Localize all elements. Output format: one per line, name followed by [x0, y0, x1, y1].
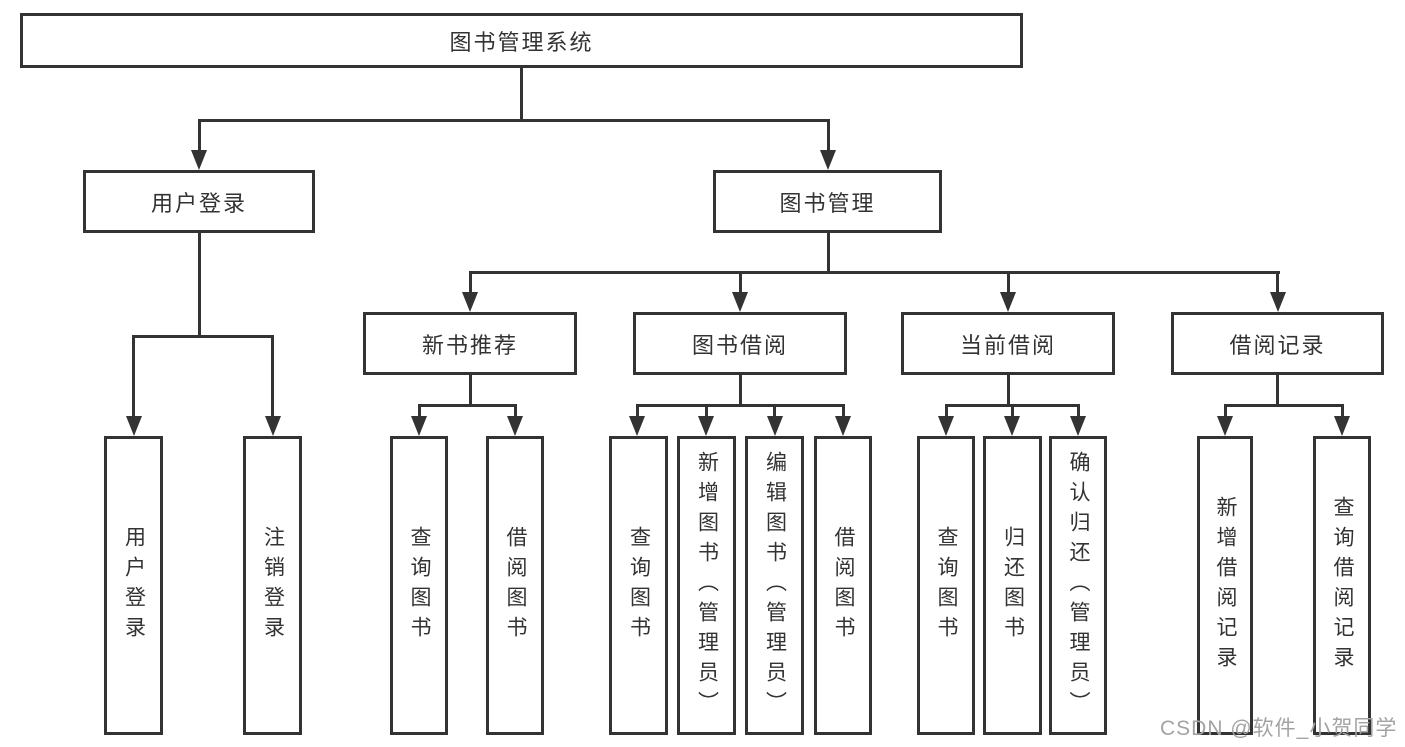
leaf-label: 查询图书 [408, 525, 431, 646]
connector-drop-leaf [1010, 405, 1014, 418]
connector-drop-records [1276, 272, 1279, 294]
arrow-down-icon [264, 416, 281, 436]
connector-user-login-stem [197, 233, 201, 336]
connector-drop-borrow [738, 272, 742, 294]
arrow-down-icon [629, 416, 645, 436]
leaf-borrow-books: 借阅图书 [486, 436, 544, 735]
connector-root-branch [197, 118, 830, 122]
connector-drop-leaf [944, 405, 948, 418]
node-label: 图书管理系统 [449, 29, 594, 55]
connector-borrow-branch [635, 403, 845, 407]
arrow-down-icon [1217, 416, 1233, 436]
leaf-label: 借阅图书 [504, 525, 527, 646]
connector-drop-current [1006, 272, 1010, 294]
arrow-down-icon [1269, 292, 1286, 312]
node-user-login: 用户登录 [83, 170, 315, 233]
leaf-confirm-return-admin: 确认归还（管理员） [1049, 436, 1107, 735]
leaf-query-books: 查询图书 [917, 436, 975, 735]
leaf-label: 新增借阅记录 [1214, 495, 1237, 676]
leaf-add-books-admin: 新增图书（管理员） [677, 436, 736, 735]
leaf-query-books: 查询图书 [390, 436, 448, 735]
arrow-down-icon [820, 150, 836, 170]
connector-drop-leaf [635, 405, 639, 418]
node-label: 借阅记录 [1229, 332, 1326, 358]
connector-records-stem [1276, 375, 1279, 405]
arrow-down-icon [1000, 292, 1016, 312]
node-label: 用户登录 [150, 190, 247, 216]
connector-drop-book-management [826, 120, 830, 152]
arrow-down-icon [938, 416, 954, 436]
leaf-return-books: 归还图书 [983, 436, 1042, 735]
node-book-borrow: 图书借阅 [633, 312, 847, 375]
connector-recommend-branch [417, 403, 517, 407]
node-new-book-recommend: 新书推荐 [363, 312, 577, 375]
connector-records-branch [1223, 403, 1344, 407]
arrow-down-icon [732, 292, 748, 312]
arrow-down-icon [191, 150, 207, 170]
leaf-label: 查询图书 [935, 525, 958, 646]
leaf-query-borrow-record: 查询借阅记录 [1313, 436, 1371, 735]
arrow-down-icon [1334, 416, 1350, 436]
leaf-label: 用户登录 [122, 525, 146, 646]
leaf-label: 注销登录 [261, 525, 285, 646]
connector-root-stem [519, 68, 523, 120]
connector-drop-leaf [271, 336, 274, 418]
connector-drop-leaf [841, 405, 845, 418]
arrow-down-icon [1004, 416, 1020, 436]
connector-drop-leaf [773, 405, 776, 418]
connector-drop-leaf [1076, 405, 1080, 418]
leaf-label: 新增图书（管理员） [695, 450, 719, 721]
node-label: 新书推荐 [421, 332, 518, 358]
connector-drop-leaf [1223, 405, 1227, 418]
connector-current-stem [1006, 375, 1010, 405]
node-label: 图书借阅 [691, 332, 788, 358]
node-borrow-records: 借阅记录 [1171, 312, 1384, 375]
arrow-down-icon [507, 416, 523, 436]
node-current-borrow: 当前借阅 [901, 312, 1115, 375]
connector-book-management-branch [468, 270, 1280, 274]
connector-drop-recommend [468, 272, 472, 294]
leaf-add-borrow-record: 新增借阅记录 [1197, 436, 1253, 735]
connector-drop-user-login [197, 120, 201, 152]
arrow-down-icon [835, 416, 851, 436]
connector-book-management-stem [826, 233, 830, 272]
connector-borrow-stem [738, 375, 742, 405]
leaf-label: 查询图书 [627, 525, 651, 646]
node-book-management: 图书管理 [713, 170, 942, 233]
connector-drop-leaf [513, 405, 517, 418]
leaf-borrow-books: 借阅图书 [814, 436, 872, 735]
arrow-down-icon [125, 416, 142, 436]
connector-drop-leaf [704, 405, 708, 418]
csdn-watermark: CSDN @软件_小贺同学 [1160, 717, 1398, 740]
leaf-label: 编辑图书（管理员） [763, 450, 787, 721]
arrow-down-icon [1070, 416, 1086, 436]
leaf-label: 确认归还（管理员） [1067, 450, 1090, 721]
leaf-label: 借阅图书 [832, 525, 855, 646]
leaf-user-login: 用户登录 [104, 436, 163, 735]
arrow-down-icon [462, 292, 478, 312]
arrow-down-icon [766, 416, 783, 436]
connector-drop-leaf [1340, 405, 1344, 418]
leaf-label: 归还图书 [1001, 525, 1025, 646]
leaf-label: 查询借阅记录 [1331, 495, 1354, 676]
connector-drop-leaf [417, 405, 421, 418]
leaf-edit-books-admin: 编辑图书（管理员） [745, 436, 804, 735]
node-label: 当前借阅 [959, 332, 1056, 358]
node-label: 图书管理 [779, 190, 876, 216]
connector-drop-leaf [132, 336, 135, 418]
connector-recommend-stem [468, 375, 472, 405]
leaf-logout: 注销登录 [243, 436, 302, 735]
connector-user-login-branch [132, 334, 274, 338]
leaf-query-books: 查询图书 [609, 436, 668, 735]
arrow-down-icon [411, 416, 427, 436]
node-library-management-system: 图书管理系统 [20, 13, 1023, 68]
arrow-down-icon [698, 416, 714, 436]
